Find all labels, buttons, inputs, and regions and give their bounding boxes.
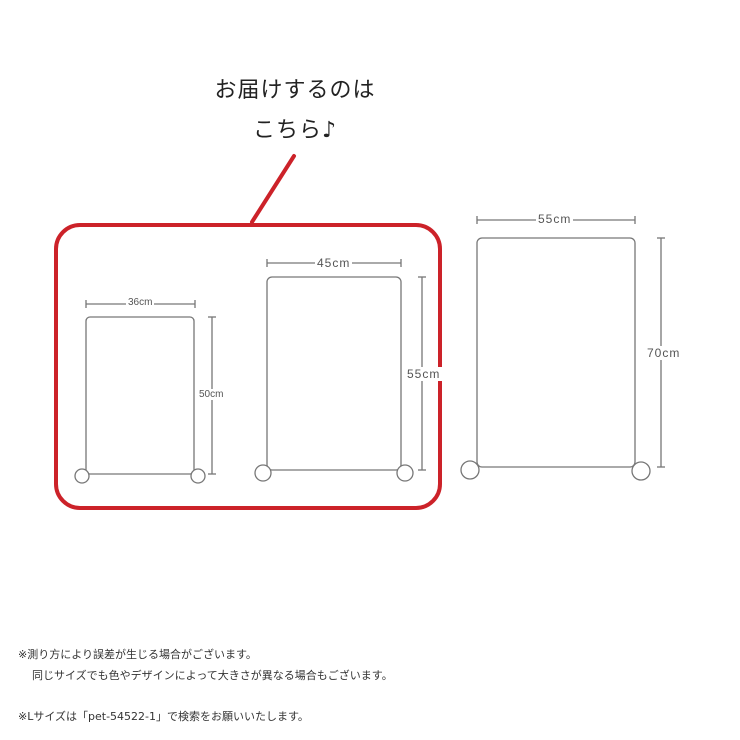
callout-title: お届けするのは [214,78,376,103]
note-design-variance: 同じサイズでも色やデザインによって大きさが異なる場合もございます。 [32,669,393,682]
callout-subtitle: こちら♪ [252,118,338,143]
small-width-label: 36cm [126,297,155,308]
highlight-frame [54,223,442,510]
carrier-large [460,216,665,481]
carrier-medium [254,259,426,482]
callout-pointer [250,154,296,224]
large-width-label: 55cm [536,212,574,226]
carrier-small [74,300,216,484]
medium-width-label: 45cm [315,256,353,270]
small-height-label: 50cm [197,389,226,400]
large-height-label: 70cm [645,346,683,360]
note-measurement: ※測り方により誤差が生じる場合がございます。 [18,648,257,661]
medium-height-label: 55cm [405,367,443,381]
note-large-size-search: ※Lサイズは「pet-54522-1」で検索をお願いいたします。 [18,710,309,723]
